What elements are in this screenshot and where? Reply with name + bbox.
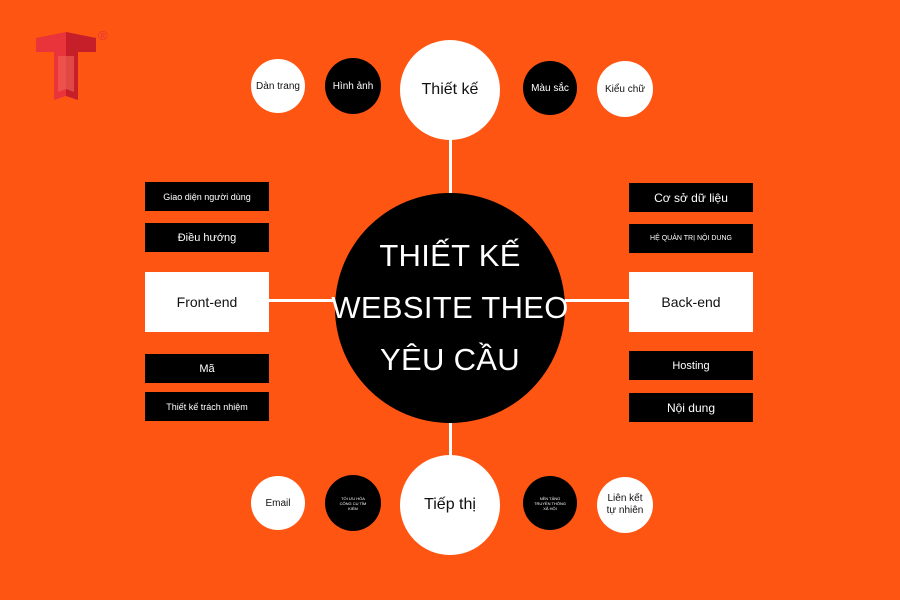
node-marketing: Tiếp thị [400, 455, 500, 555]
brand-logo: ® [32, 28, 114, 107]
node-social-media: NỀN TẢNG TRUYỀN THÔNG XÃ HỘI [523, 476, 577, 530]
registered-mark: ® [98, 28, 108, 43]
node-colors-label: Màu sắc [531, 82, 569, 94]
node-organic-links-line-1: Liên kết [607, 493, 643, 504]
item-cms: HỆ QUẢN TRỊ NỘI DUNG [629, 224, 753, 253]
node-layout-label: Dàn trang [256, 80, 300, 92]
item-responsive-design-label: Thiết kế trách nhiệm [166, 401, 248, 412]
node-organic-links-line-2: tự nhiên [606, 505, 644, 516]
node-organic-links: Liên kết tự nhiên [597, 477, 653, 533]
item-navigation-label: Điều hướng [177, 231, 237, 244]
item-user-interface-label: Giao diện người dùng [163, 191, 251, 202]
item-cms-label: HỆ QUẢN TRỊ NỘI DUNG [650, 235, 732, 242]
item-user-interface: Giao diện người dùng [145, 182, 269, 211]
node-seo-label: TỐI ƯU HÓA CÔNG CỤ TÌM KIẾM [339, 495, 367, 511]
item-database: Cơ sở dữ liệu [629, 183, 753, 212]
node-design: Thiết kế [400, 40, 500, 140]
central-topic: THIẾT KẾ WEBSITE THEO YÊU CẦU [331, 193, 568, 423]
item-navigation: Điều hướng [145, 223, 269, 252]
node-fonts: Kiểu chữ [597, 61, 653, 117]
node-design-label: Thiết kế [421, 81, 479, 98]
node-email-label: Email [265, 497, 291, 509]
node-images: Hình ảnh [325, 58, 381, 114]
item-responsive-design: Thiết kế trách nhiệm [145, 392, 269, 421]
central-title-line-2: WEBSITE THEO [331, 290, 569, 325]
item-hosting: Hosting [629, 351, 753, 380]
central-title: THIẾT KẾ WEBSITE THEO YÊU CẦU [331, 230, 568, 386]
node-marketing-label: Tiếp thị [424, 496, 476, 513]
connector-left [268, 299, 340, 302]
node-back-end: Back-end [629, 272, 753, 332]
central-title-line-3: YÊU CẦU [380, 342, 520, 377]
node-images-label: Hình ảnh [332, 80, 374, 92]
node-social-media-label: NỀN TẢNG TRUYỀN THÔNG XÃ HỘI [534, 495, 566, 511]
t-logo-icon [36, 32, 96, 100]
node-front-end-label: Front-end [176, 294, 238, 310]
node-front-end: Front-end [145, 272, 269, 332]
node-fonts-label: Kiểu chữ [604, 83, 646, 95]
node-email: Email [251, 476, 305, 530]
item-content-label: Nội dung [666, 400, 716, 415]
node-layout: Dàn trang [251, 59, 305, 113]
node-back-end-label: Back-end [661, 294, 721, 310]
item-code-label: Mã [199, 362, 215, 375]
node-seo: TỐI ƯU HÓA CÔNG CỤ TÌM KIẾM [325, 475, 381, 531]
connector-right [560, 299, 630, 302]
node-colors: Màu sắc [523, 61, 577, 115]
connector-top [449, 130, 452, 200]
item-database-label: Cơ sở dữ liệu [654, 190, 728, 205]
central-title-line-1: THIẾT KẾ [379, 238, 521, 273]
item-content: Nội dung [629, 393, 753, 422]
item-hosting-label: Hosting [672, 359, 710, 372]
connector-bottom [449, 408, 452, 463]
item-code: Mã [145, 354, 269, 383]
